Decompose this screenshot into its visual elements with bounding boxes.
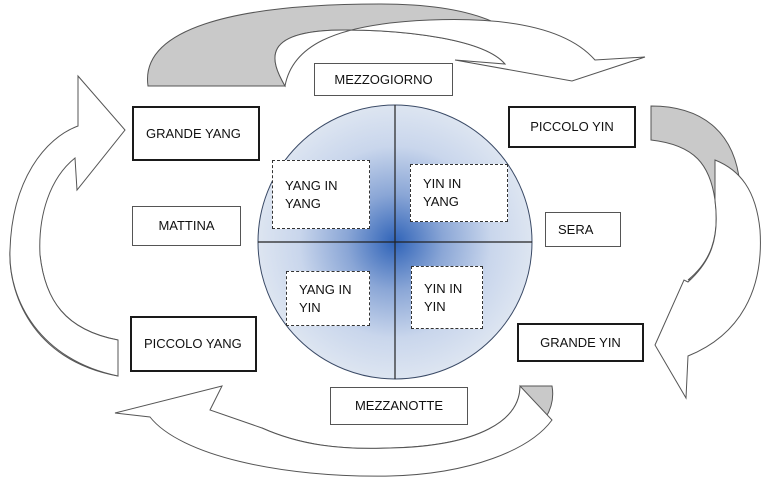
label-mezzanotte: MEZZANOTTE: [330, 387, 468, 425]
quadrant-yin-in-yang: YIN IN YANG: [410, 164, 508, 222]
quadrant-yin-in-yin: YIN IN YIN: [411, 266, 483, 329]
label-sera: SERA: [545, 212, 621, 247]
label-mattina: MATTINA: [132, 206, 241, 246]
right-cycle-arrow: [650, 105, 761, 400]
top-cycle-arrow: [147, 3, 646, 88]
central-disc: [257, 104, 533, 380]
label-grande-yang: GRANDE YANG: [132, 106, 260, 161]
quadrant-yang-in-yin: YANG IN YIN: [286, 271, 370, 326]
label-grande-yin: GRANDE YIN: [517, 323, 644, 362]
label-mezzogiorno: MEZZOGIORNO: [314, 63, 453, 96]
left-cycle-arrow: [9, 74, 126, 377]
bottom-cycle-arrow: [114, 384, 554, 477]
label-piccolo-yang: PICCOLO YANG: [130, 316, 257, 372]
quadrant-yang-in-yang: YANG IN YANG: [272, 160, 370, 229]
label-piccolo-yin: PICCOLO YIN: [508, 106, 636, 148]
